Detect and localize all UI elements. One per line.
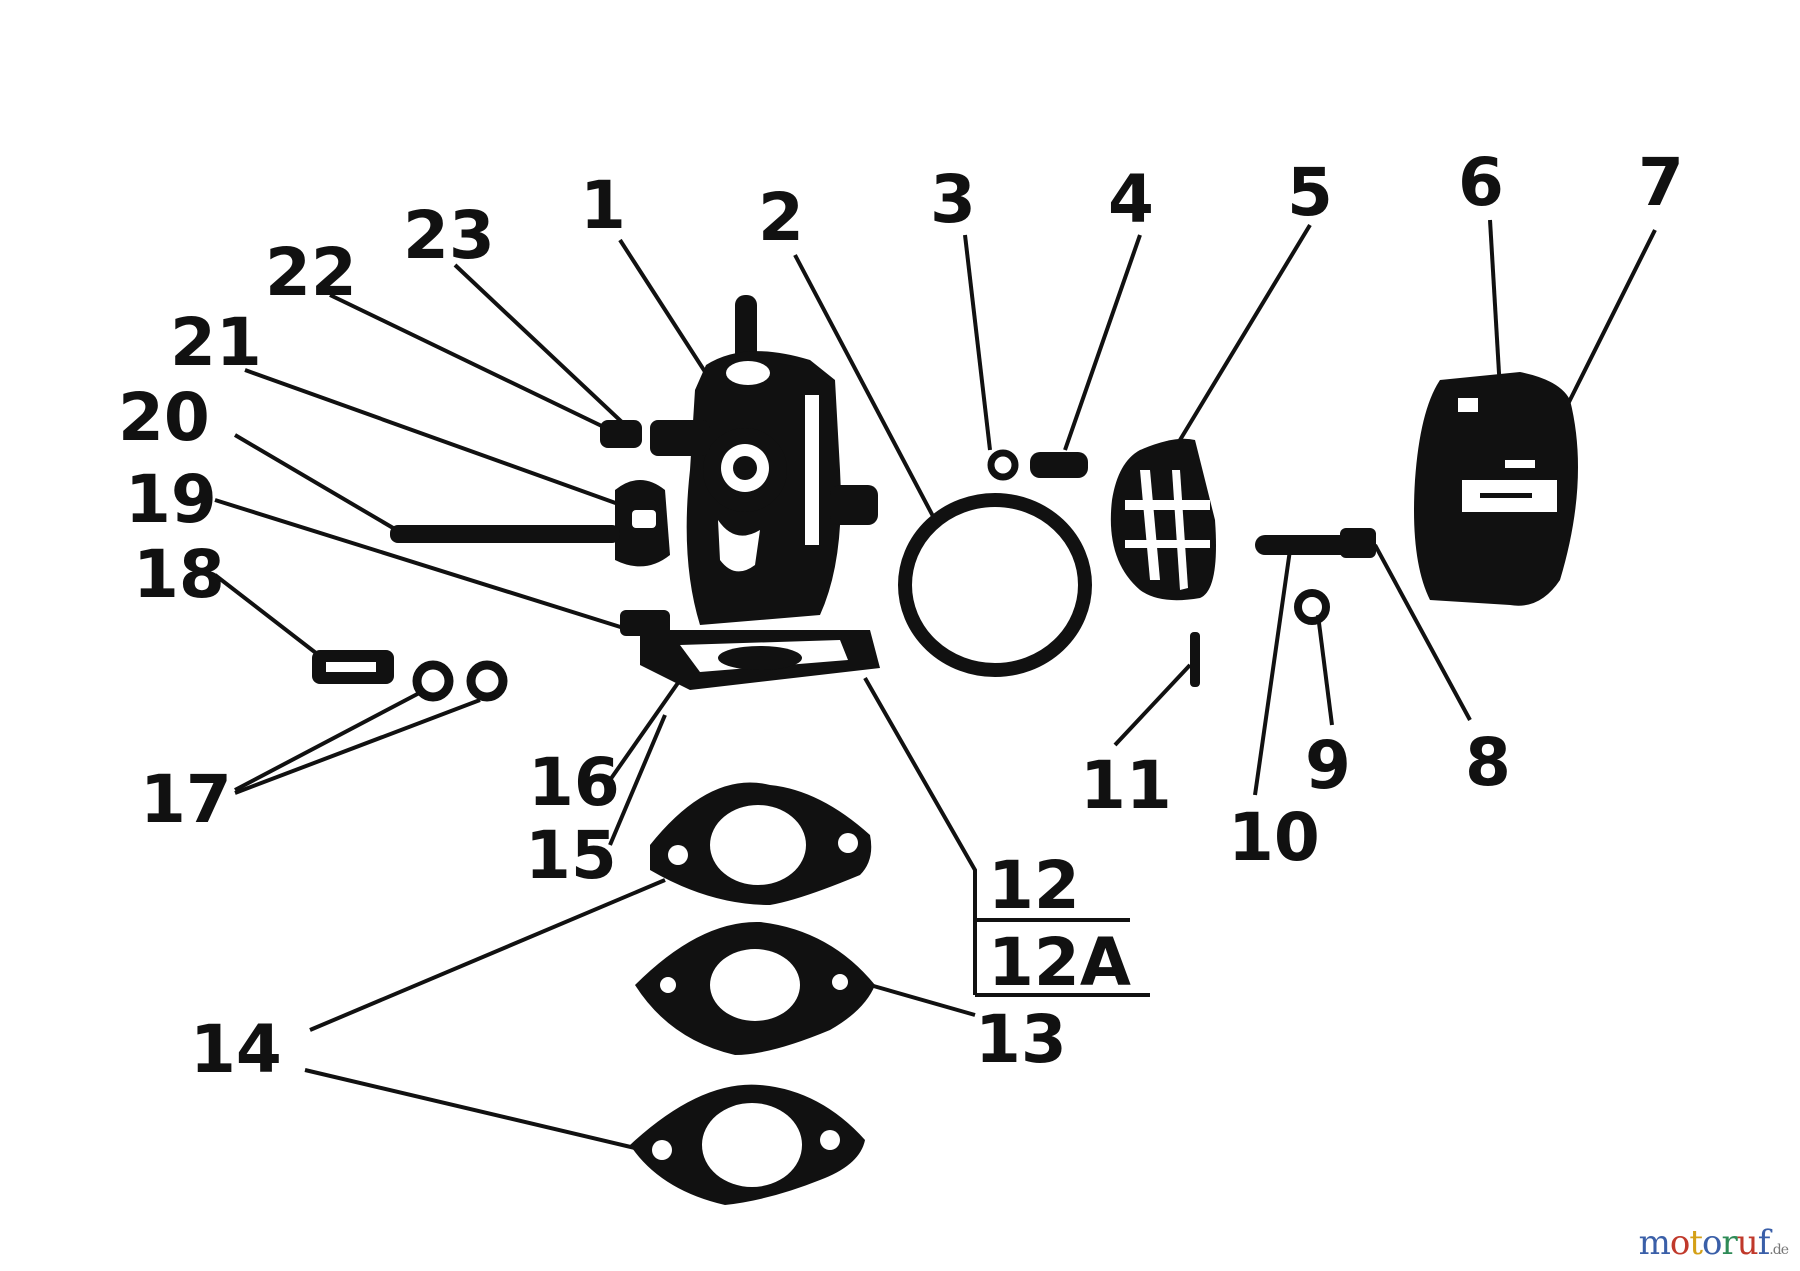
label-7: 7: [1638, 144, 1684, 221]
label-5: 5: [1287, 154, 1333, 231]
washer-a-part: [412, 660, 454, 702]
float-part: [1110, 438, 1216, 601]
label-15: 15: [525, 817, 617, 894]
leader-13: [869, 983, 976, 1017]
leader-5: [1178, 223, 1312, 442]
float-pin-part: [1255, 528, 1376, 558]
leader-lines: [213, 219, 1657, 1150]
label-1: 1: [580, 167, 626, 244]
leader-23: [453, 263, 627, 427]
leader-12: [863, 677, 977, 995]
watermark-letter: o: [1669, 1223, 1691, 1263]
leader-7: [1563, 229, 1657, 411]
label-14: 14: [190, 1011, 282, 1088]
leader-2: [793, 254, 937, 521]
watermark-letter: o: [1702, 1223, 1723, 1263]
watermark-suffix: .de: [1769, 1242, 1789, 1258]
label-6: 6: [1458, 144, 1504, 221]
motoruf-watermark-logo: motoruf.de: [1638, 1223, 1789, 1263]
label-16: 16: [528, 744, 620, 821]
label-11: 11: [1080, 747, 1172, 824]
ball-part: [987, 449, 1019, 481]
leader-22: [329, 293, 611, 432]
label-12: 12: [988, 847, 1080, 924]
leader-14-lower: [304, 1068, 636, 1150]
leader-16: [608, 678, 682, 782]
spring-part: [1190, 632, 1200, 687]
washer-b-part: [466, 660, 508, 702]
leader-3: [963, 234, 992, 451]
label-9: 9: [1305, 727, 1351, 804]
leader-10: [1253, 549, 1292, 796]
watermark-letter: t: [1689, 1223, 1703, 1263]
label-4: 4: [1108, 161, 1154, 238]
gasket-upper: [650, 782, 872, 905]
leader-11: [1113, 663, 1192, 747]
leader-18: [213, 573, 327, 662]
leader-9: [1316, 614, 1334, 726]
watermark-letter: r: [1721, 1223, 1738, 1263]
leader-19: [214, 498, 631, 632]
label-12a: 12A: [988, 924, 1131, 1001]
watermark-letter: m: [1638, 1223, 1671, 1263]
label-8: 8: [1465, 724, 1511, 801]
leader-15: [608, 714, 667, 846]
screw-part: [312, 650, 394, 684]
watermark-letter: f: [1757, 1223, 1771, 1263]
leader-8: [1373, 544, 1472, 721]
gasket-lower: [630, 1084, 865, 1205]
carburetor-body: [390, 295, 880, 690]
leader-17-a: [234, 688, 426, 792]
leader-1: [618, 238, 722, 397]
label-19: 19: [125, 461, 217, 538]
float-bowl: [1414, 372, 1578, 606]
leader-4: [1063, 234, 1142, 451]
leader-21: [244, 368, 636, 512]
washer-part: [1294, 589, 1330, 625]
label-18: 18: [133, 536, 225, 613]
gasket-middle: [635, 921, 875, 1055]
leader-14-upper: [309, 878, 666, 1032]
part-labels: 1 2 3 4 5 6 7 8 9 10 11 12 12A 13 14 15 …: [118, 144, 1684, 1088]
pin-part: [1030, 452, 1088, 478]
label-2: 2: [758, 179, 804, 256]
label-3: 3: [930, 161, 976, 238]
watermark-letter: u: [1736, 1223, 1759, 1263]
label-10: 10: [1228, 799, 1320, 876]
leader-6: [1488, 219, 1502, 391]
label-21: 21: [170, 304, 262, 381]
leader-17-b: [234, 698, 481, 795]
o-ring: [898, 493, 1092, 677]
label-22: 22: [265, 234, 357, 311]
label-13: 13: [975, 1001, 1067, 1078]
label-17: 17: [140, 761, 232, 838]
label-20: 20: [118, 379, 210, 456]
label-23: 23: [403, 197, 495, 274]
leader-20: [233, 433, 407, 537]
